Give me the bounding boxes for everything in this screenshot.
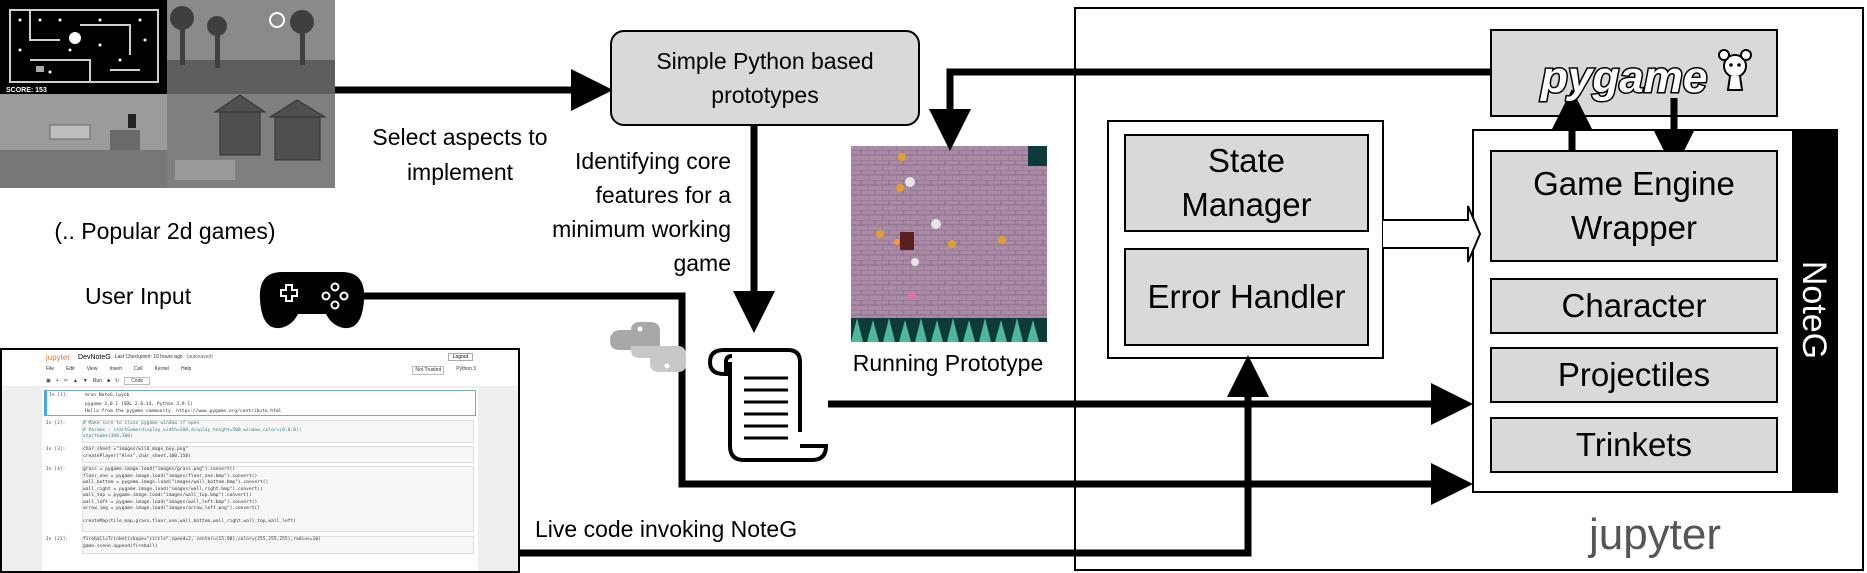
state-manager-box: State Manager: [1124, 134, 1369, 232]
game-engine-wrapper-box: Game Engine Wrapper: [1490, 150, 1778, 262]
notebook-title[interactable]: DevNoteG: [78, 353, 111, 361]
menu-cell[interactable]: Cell: [133, 366, 143, 372]
down-icon[interactable]: ▼: [82, 377, 88, 384]
cell-code[interactable]: # Make sure to close pygame window if op…: [82, 420, 474, 443]
menu-insert[interactable]: Insert: [109, 366, 122, 372]
arrow-state-to-engine: [1383, 205, 1482, 263]
trinkets-box: Trinkets: [1490, 417, 1778, 473]
restart-icon[interactable]: ↻: [114, 377, 120, 384]
checkpoint-text: Last Checkpoint: 10 hours ago: [114, 354, 183, 360]
script-scroll-icon: [707, 348, 829, 462]
add-cell-icon[interactable]: +: [55, 377, 59, 384]
identify-features-label: Identifying core features for a minimum …: [552, 148, 731, 276]
cell-code[interactable]: fireball=Trinket(shape="circle",speed=2,…: [82, 536, 474, 554]
character-box: Character: [1490, 278, 1778, 334]
cell-prompt: In [3]:: [46, 447, 66, 452]
cell-prompt: In [1]:: [49, 393, 69, 398]
menu-file[interactable]: File: [46, 366, 55, 372]
cell-1[interactable]: In [1]: %run NoteG.ipynb pygame 2.0.1 (S…: [44, 390, 476, 416]
projectiles-box: Projectiles: [1490, 347, 1778, 403]
arrow-user-input: [362, 292, 1473, 505]
svg-text:pygame: pygame: [1540, 53, 1707, 102]
cell-4[interactable]: In [4]: grass = pygame.image.load("image…: [44, 466, 476, 532]
notebook-page: In [1]: %run NoteG.ipynb pygame 2.0.1 (S…: [42, 388, 478, 571]
kernel-indicator: Python 3: [456, 366, 476, 372]
notebook-screenshot: jupyter DevNoteG Last Checkpoint: 10 hou…: [0, 348, 520, 573]
gamepad-icon: [259, 272, 365, 329]
jupyter-frame: [1074, 7, 1864, 571]
cell-code[interactable]: grass = pygame.image.load("images/grass.…: [82, 466, 474, 532]
arrow-pygame-to-prototype: [929, 68, 1492, 151]
prototypes-box: Simple Python based prototypes: [610, 30, 920, 126]
cell-prompt: In [21]:: [46, 537, 69, 542]
arrow-live-code: [520, 355, 1269, 557]
trusted-badge[interactable]: Not Trusted: [412, 366, 445, 375]
select-aspects-label: Select aspects to implement: [372, 124, 548, 185]
notebook-menubar: File Edit View Insert Cell Kernel Help N…: [46, 366, 476, 375]
cell-code[interactable]: %run NoteG.ipynb: [85, 393, 130, 398]
cell-code[interactable]: char_sheet ="images/wild_mage_boy.png" c…: [82, 446, 474, 463]
notebook-body: In [1]: %run NoteG.ipynb pygame 2.0.1 (S…: [2, 386, 518, 571]
autosaved-text: (autosaved): [186, 354, 213, 360]
user-input-label: User Input: [85, 283, 192, 309]
games-caption: (.. Popular 2d games): [54, 218, 276, 244]
jupyter-label: jupyter: [1588, 510, 1722, 559]
up-icon[interactable]: ▲: [72, 377, 78, 384]
cell-prompt: In [2]:: [46, 421, 66, 426]
menu-help[interactable]: Help: [181, 366, 192, 372]
popular-games-collage: [0, 0, 335, 188]
cell-output: pygame 2.0.1 (SDL 2.0.14, Python 3.9.1) …: [85, 402, 282, 414]
error-handler-box: Error Handler: [1124, 248, 1369, 346]
menu-view[interactable]: View: [86, 366, 98, 372]
cell-2[interactable]: In [2]: # Make sure to close pygame wind…: [44, 420, 476, 443]
jupyter-brand: jupyter: [46, 352, 71, 362]
cell-3[interactable]: In [3]: char_sheet ="images/wild_mage_bo…: [44, 446, 476, 463]
running-prototype-image: [851, 146, 1047, 342]
noteg-sidebar: [1792, 130, 1837, 492]
python-logo-icon: [610, 322, 686, 372]
celltype-select[interactable]: Code: [124, 376, 151, 385]
games-score: SCORE: 153: [6, 87, 47, 94]
notebook-toolbar: ▣ + ✂ ▲ ▼ Run ■ ↻ Code: [46, 376, 246, 385]
cell-5[interactable]: In [21]: fireball=Trinket(shape="circle"…: [44, 536, 476, 554]
live-code-label: Live code invoking NoteG: [535, 516, 798, 542]
pygame-logo: pygame: [1539, 49, 1752, 104]
logout-button[interactable]: Logout: [447, 353, 473, 361]
stop-icon[interactable]: ■: [106, 377, 110, 384]
cut-icon[interactable]: ✂: [63, 377, 68, 384]
notebook-header: jupyter DevNoteG Last Checkpoint: 10 hou…: [2, 350, 518, 364]
menu-edit[interactable]: Edit: [66, 366, 75, 372]
save-icon[interactable]: ▣: [46, 377, 51, 384]
cell-prompt: In [4]:: [46, 467, 66, 472]
arrows: [335, 68, 1695, 557]
running-prototype-label: Running Prototype: [852, 350, 1044, 376]
noteg-label: NoteG: [1795, 260, 1833, 360]
run-button[interactable]: Run: [92, 377, 102, 384]
menu-kernel[interactable]: Kernel: [154, 366, 170, 372]
